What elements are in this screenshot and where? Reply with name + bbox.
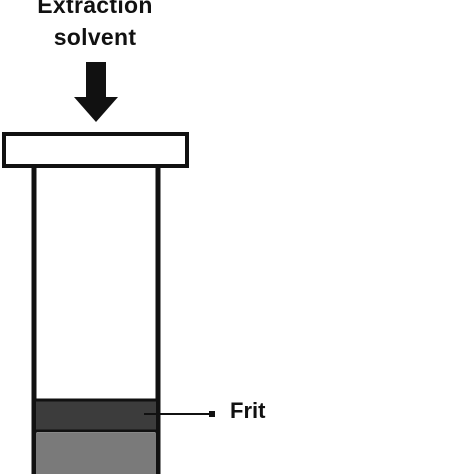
solvent-label-line-2: solvent — [53, 24, 137, 50]
frit-leader-line — [144, 411, 215, 417]
frit-layer — [36, 400, 156, 431]
solvent-label-line-1: Extraction — [37, 0, 153, 18]
down-arrow-icon — [74, 62, 118, 122]
frit-label: Frit — [230, 398, 266, 423]
column-cap — [2, 132, 189, 168]
sample-bed — [36, 433, 156, 474]
